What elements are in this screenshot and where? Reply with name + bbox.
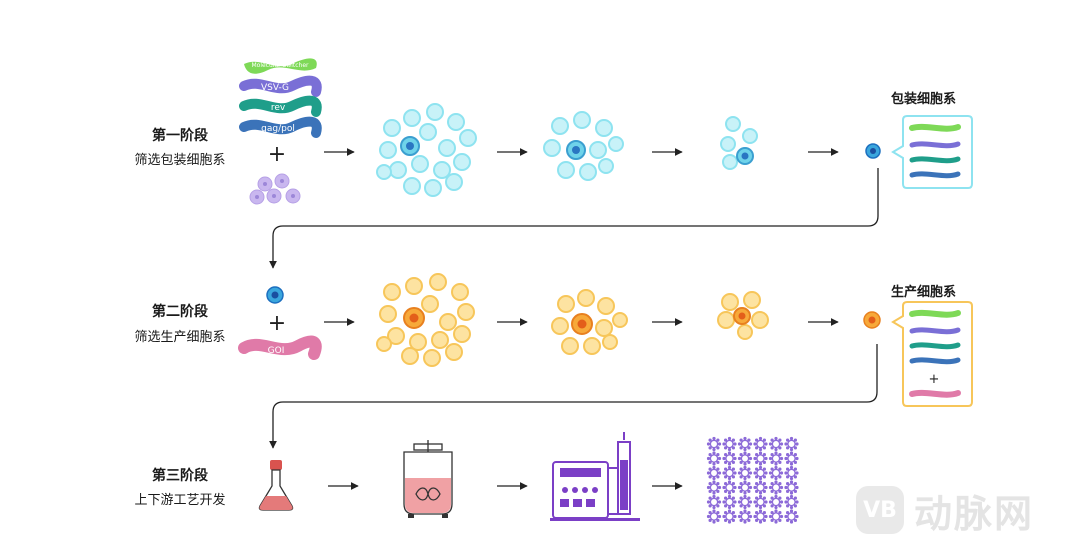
virus-particle	[722, 436, 737, 452]
virus-particle	[753, 494, 768, 510]
virus-particle	[768, 494, 784, 510]
virus-particle	[737, 465, 753, 481]
virus-particle	[737, 480, 753, 495]
virus-particle	[737, 494, 753, 510]
connector-r1-r2	[269, 168, 879, 269]
producer-line-title: 生产细胞系	[891, 285, 957, 300]
virus-particle	[784, 465, 799, 481]
stage3-title: 第三阶段	[152, 468, 208, 484]
stage1-title: 第一阶段	[152, 128, 208, 144]
host-cells-lilac	[249, 173, 301, 205]
plasmid-label-rev: rev	[271, 103, 286, 113]
virus-particle	[753, 509, 768, 524]
virus-particle	[768, 465, 784, 481]
virus-particle	[706, 436, 722, 452]
plasmid-label-vsvg: VSV-G	[261, 83, 289, 93]
stage3-subtitle: 上下游工艺开发	[134, 493, 226, 508]
virus-particle	[784, 451, 799, 466]
cell-cluster-orange-small	[717, 291, 769, 340]
virus-particle	[737, 509, 753, 524]
virus-particle	[753, 480, 768, 495]
virus-particle	[753, 465, 768, 481]
virus-particle	[768, 509, 784, 524]
plasmid-label-goi: GOI	[268, 346, 285, 356]
plasmid-stack-stage1: Molecular Switcher VSV-G rev gag/pol	[239, 58, 322, 138]
virus-particle-grid	[706, 436, 799, 524]
virus-particle	[784, 480, 799, 495]
plus-sign-callout: +	[929, 372, 940, 387]
packaging-callout	[891, 115, 973, 189]
virus-particle	[753, 436, 768, 452]
watermark-badge: VB	[856, 486, 904, 534]
virus-particle	[722, 465, 737, 481]
plasmid-label-switch: Molecular Switcher	[251, 62, 309, 69]
stage2-title: 第二阶段	[152, 304, 208, 320]
virus-particle	[784, 494, 799, 510]
virus-particle	[768, 480, 784, 495]
virus-particle	[706, 509, 722, 524]
packaging-line-title: 包装细胞系	[891, 92, 957, 107]
plasmid-label-gagpol: gag/pol	[261, 124, 295, 134]
virus-particle	[706, 451, 722, 466]
plus-sign-stage1: +	[268, 142, 286, 167]
chromatography-equipment-icon	[550, 432, 640, 521]
goi-plasmid: GOI	[238, 335, 322, 360]
plus-sign-stage2: +	[268, 311, 286, 336]
virus-particle	[737, 451, 753, 466]
cell-cluster-orange-large	[376, 273, 475, 367]
virus-particle	[737, 436, 753, 452]
virus-particle	[768, 436, 784, 452]
bioreactor-icon	[403, 440, 453, 518]
virus-particle	[706, 494, 722, 510]
flask-icon	[258, 460, 294, 511]
virus-particle	[722, 451, 737, 466]
virus-particle	[722, 509, 737, 524]
cell-cluster-cyan-small	[720, 116, 758, 170]
stage1-subtitle: 筛选包装细胞系	[134, 153, 226, 168]
virus-particle	[784, 509, 799, 524]
cell-cluster-orange-medium	[551, 289, 628, 355]
virus-particle	[784, 436, 799, 452]
watermark: VB 动脉网	[856, 484, 1034, 536]
producer-callout: +	[891, 301, 973, 407]
virus-particle	[768, 451, 784, 466]
virus-particle	[753, 451, 768, 466]
virus-particle	[706, 480, 722, 495]
watermark-text: 动脉网	[914, 491, 1035, 536]
stage2-subtitle: 筛选生产细胞系	[134, 330, 226, 345]
cell-cluster-cyan-medium	[543, 111, 624, 181]
virus-particle	[706, 465, 722, 481]
virus-particle	[722, 480, 737, 495]
cell-cluster-cyan-large	[376, 103, 477, 197]
virus-particle	[722, 494, 737, 510]
connector-r2-r3	[269, 344, 878, 449]
